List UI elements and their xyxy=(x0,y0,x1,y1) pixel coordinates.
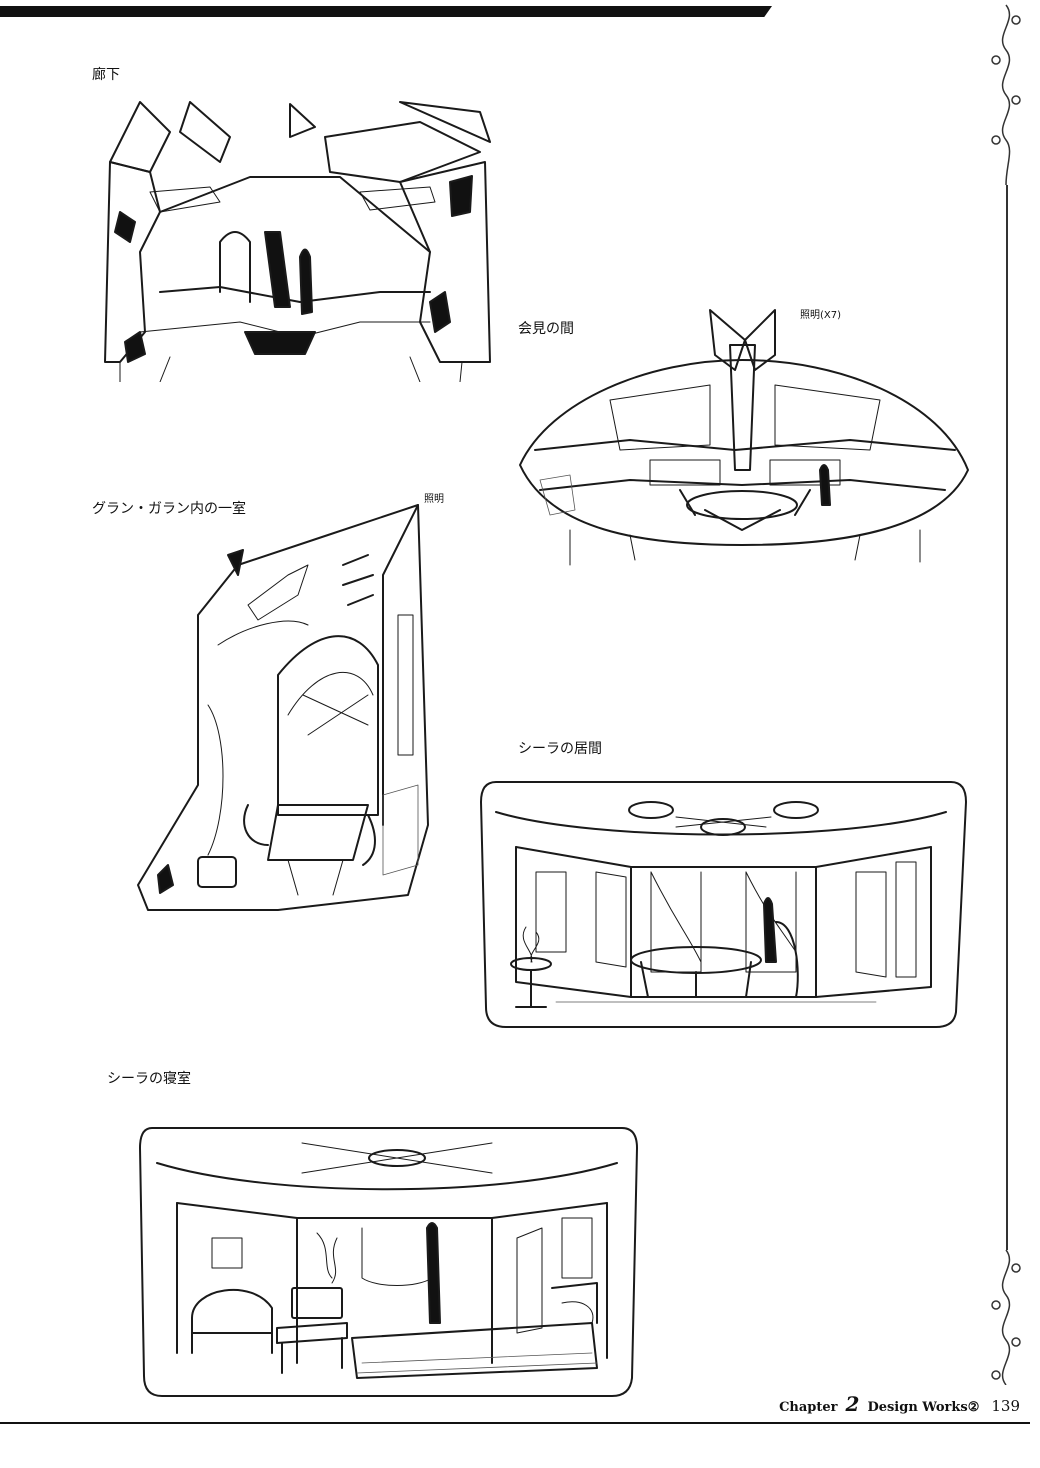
chapter-section: Design Works② xyxy=(867,1400,980,1415)
caption-gran-garan-room: グラン・ガラン内の一室 xyxy=(92,501,246,517)
note-audience-lighting: 照明(X7) xyxy=(800,310,842,321)
shiera-living-room-sketch xyxy=(480,781,967,1028)
page-margin-rule xyxy=(1006,185,1008,1250)
vine-ornament-bottom xyxy=(991,1250,1021,1385)
caption-audience-room: 会見の間 xyxy=(518,321,574,337)
shiera-bedroom-sketch xyxy=(139,1127,638,1397)
vine-ornament-top xyxy=(991,4,1021,185)
chapter-label: Chapter xyxy=(779,1400,838,1415)
caption-shiera-living-room: シーラの居間 xyxy=(518,741,602,757)
audience-room-sketch xyxy=(519,309,969,566)
caption-shiera-bedroom: シーラの寝室 xyxy=(107,1071,191,1087)
caption-corridor: 廊下 xyxy=(92,67,120,83)
note-room-lighting: 照明 xyxy=(424,494,444,505)
top-header-bar xyxy=(0,6,772,17)
page-number: 139 xyxy=(991,1397,1020,1415)
page-footer: Chapter 2 Design Works② 139 xyxy=(779,1392,1020,1416)
chapter-number: 2 xyxy=(845,1392,860,1416)
corridor-sketch xyxy=(104,101,491,382)
footer-rule xyxy=(0,1422,1030,1424)
gran-garan-room-sketch xyxy=(137,504,429,911)
